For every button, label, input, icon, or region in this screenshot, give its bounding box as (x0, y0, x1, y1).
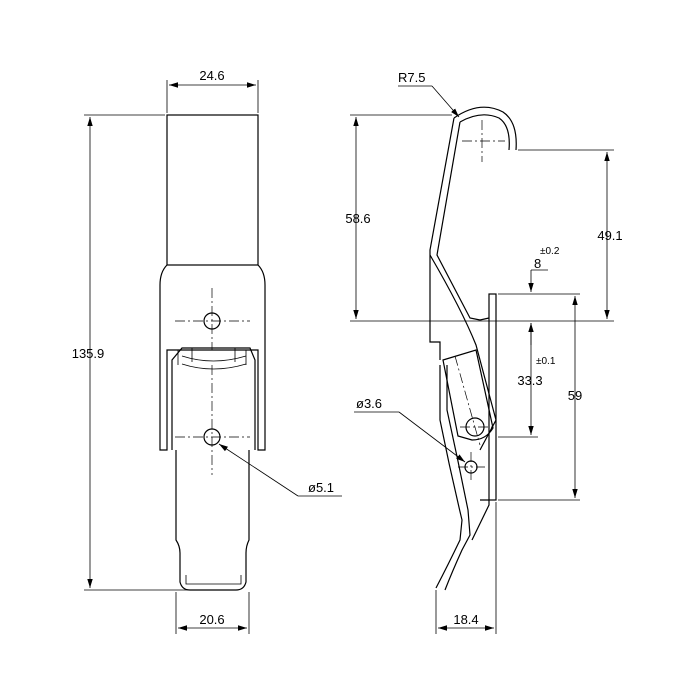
dim-hole-spacing-tolerance: ±0.1 (536, 356, 556, 367)
dim-hole-right: ø3.6 (354, 396, 466, 463)
dim-right-height-label: 49.1 (597, 228, 622, 243)
dim-bottom-right-width: 18.4 (435, 502, 497, 634)
side-lower-lever (435, 365, 463, 589)
dim-radius: R7.5 (398, 70, 460, 118)
side-base-plate (488, 293, 497, 501)
side-lever (429, 254, 497, 451)
front-hinge-bracket (171, 347, 256, 450)
side-view: R7.5 58.6 49.1 8 ±0.2 ±0.1 33.3 (345, 70, 623, 634)
dim-total-height: 135.9 (72, 114, 190, 591)
dim-offset-label: 8 (534, 256, 541, 271)
dim-plate-height-label: 59 (568, 388, 582, 403)
dim-bottom-width-label: 20.6 (199, 612, 224, 627)
side-lower-lever-inner (444, 365, 471, 591)
front-flange (159, 264, 266, 451)
side-hinge-link (442, 349, 494, 441)
front-hinge-inner (177, 348, 247, 365)
front-lever-loop (185, 575, 242, 585)
dim-top-width-label: 24.6 (199, 68, 224, 83)
dim-plate-height: 59 (498, 296, 582, 501)
dim-hook-height-label: 58.6 (345, 211, 370, 226)
side-base-profile (471, 317, 490, 541)
dim-radius-label: R7.5 (398, 70, 425, 85)
dim-hole-left-label: ø5.1 (308, 480, 334, 495)
dim-right-height: 49.1 (518, 149, 623, 319)
side-hook-inner (459, 114, 510, 151)
dim-hole-spacing: ±0.1 33.3 (498, 323, 556, 438)
side-hook (453, 106, 517, 151)
dim-hole-left: ø5.1 (218, 443, 342, 497)
front-view: 24.6 135.9 20.6 ø5.1 (72, 68, 342, 634)
dim-hole-right-label: ø3.6 (356, 396, 382, 411)
side-strap-inner (436, 121, 481, 321)
dim-bottom-width: 20.6 (175, 592, 250, 634)
front-top-strap (166, 114, 259, 266)
dim-hook-height: 58.6 (345, 114, 452, 319)
dim-offset: 8 ±0.2 (498, 246, 580, 345)
dim-hole-spacing-label: 33.3 (517, 373, 542, 388)
front-lower-lever (175, 450, 250, 591)
dim-offset-tolerance: ±0.2 (540, 246, 560, 257)
front-hinge-pin (181, 355, 247, 370)
dim-bottom-right-width-label: 18.4 (453, 612, 478, 627)
side-strap-outer (429, 117, 455, 360)
dim-top-width: 24.6 (166, 68, 259, 113)
dim-total-height-label: 135.9 (72, 346, 105, 361)
side-centerline-link (454, 355, 481, 446)
